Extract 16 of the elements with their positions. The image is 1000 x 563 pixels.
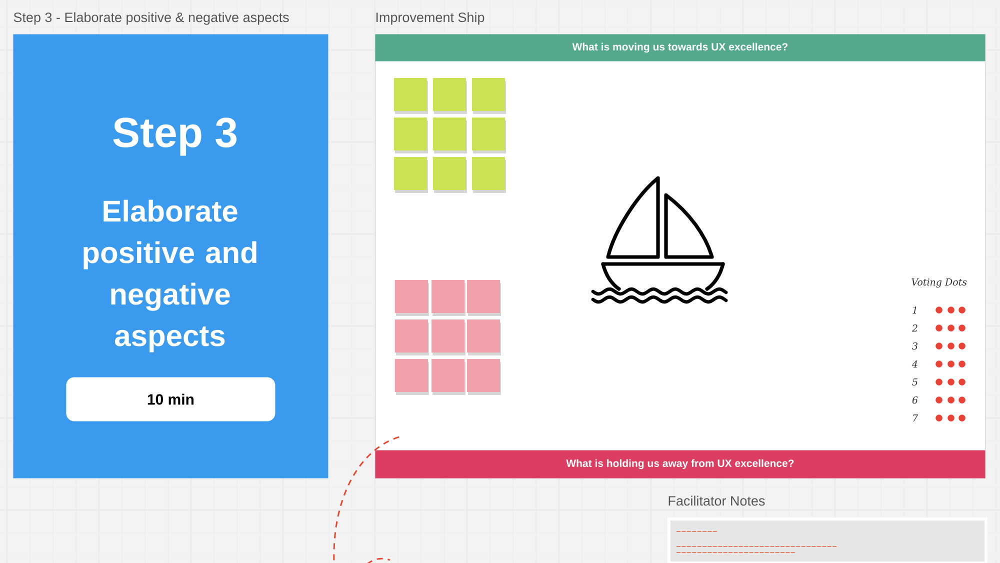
- footer-band: What is holding us away from UX excellence?: [375, 450, 986, 478]
- vote-number: 1: [912, 306, 916, 314]
- vote-number: 2: [912, 324, 918, 332]
- header-band: What is moving us towards UX excellence?: [375, 34, 986, 62]
- voting-dots-heading: Voting Dots: [912, 278, 967, 288]
- vote-number: 5: [912, 378, 918, 386]
- board-heading: Improvement Ship: [376, 12, 484, 25]
- notes-heading: Facilitator Notes: [668, 496, 765, 506]
- vote-number: 7: [913, 414, 918, 422]
- step-title: Step 3: [113, 118, 236, 156]
- vote-number: 4: [912, 360, 918, 368]
- vote-number: 6: [912, 396, 918, 404]
- step-description: Elaborate positive and negative aspects: [84, 200, 256, 352]
- duration-box: 10 min: [66, 377, 276, 422]
- vote-number: 3: [912, 342, 918, 350]
- panel-heading: Step 3 - Elaborate positive & negative aspects: [14, 12, 289, 25]
